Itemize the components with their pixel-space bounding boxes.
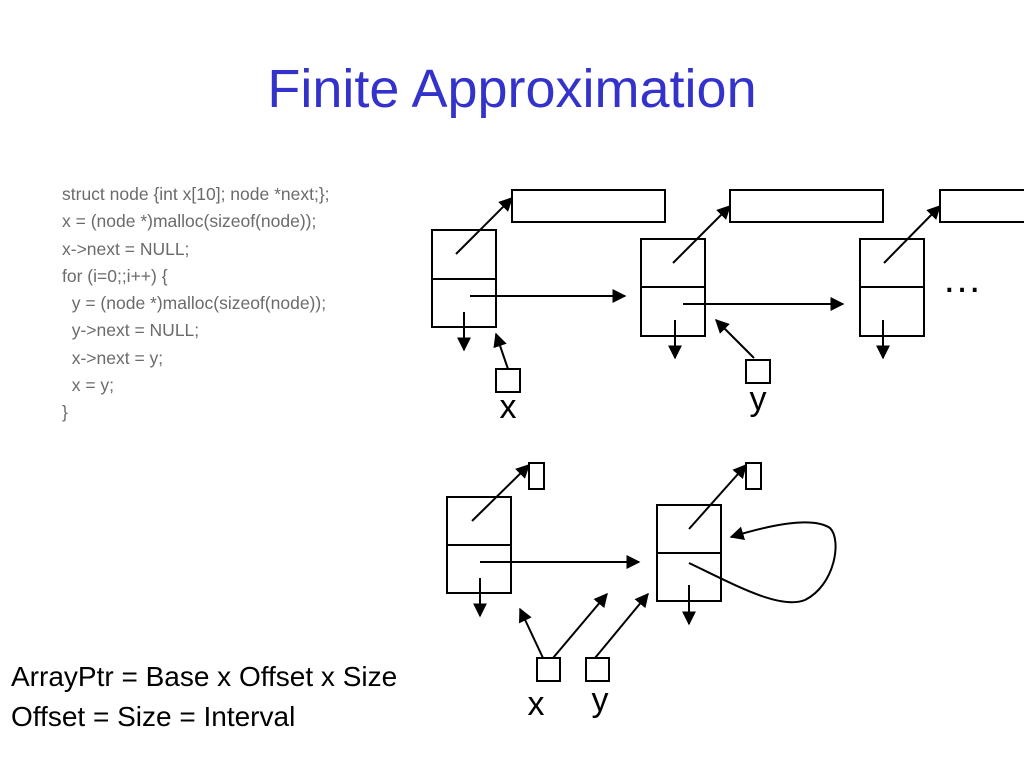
formulas: ArrayPtr = Base x Offset x Size Offset =… xyxy=(11,657,397,737)
arrow-node1-to-array xyxy=(455,197,513,255)
array-block-1 xyxy=(511,189,666,223)
array-summary-1 xyxy=(528,462,545,490)
bottom-diagram xyxy=(446,462,837,682)
arrow-node2-to-array xyxy=(672,205,731,264)
code-block: struct node {int x[10]; node *next;}; x … xyxy=(62,181,330,427)
var-box-x-bottom xyxy=(536,657,561,682)
formula-arrayptr: ArrayPtr = Base x Offset x Size xyxy=(11,661,398,692)
arrow-y-to-nodeb xyxy=(594,592,649,659)
top-diagram xyxy=(431,189,1024,393)
code-line: for (i=0;;i++) { xyxy=(62,265,168,286)
arrow-x-to-nodeb xyxy=(552,592,608,659)
arrow-nodea-to-array xyxy=(471,464,530,522)
code-line: x->next = y; xyxy=(62,347,164,368)
array-summary-2 xyxy=(745,462,762,490)
label-x-bottom: x xyxy=(528,685,545,723)
node-box-2 xyxy=(640,238,706,337)
label-y: y xyxy=(750,380,767,418)
code-line: } xyxy=(62,402,68,423)
arrow-x-to-nodea xyxy=(519,607,544,659)
node-box-3 xyxy=(859,238,925,337)
label-y-bottom: y xyxy=(592,681,609,719)
var-box-y xyxy=(745,359,771,384)
var-box-y-bottom xyxy=(585,657,610,682)
array-block-3 xyxy=(939,189,1024,223)
formula-offset: Offset = Size = Interval xyxy=(11,701,296,732)
code-line: struct node {int x[10]; node *next;}; xyxy=(62,184,330,204)
code-line: x = y; xyxy=(62,375,115,396)
code-line: y->next = NULL; xyxy=(62,320,200,341)
slide-title: Finite Approximation xyxy=(267,59,757,119)
arrow-nodeb-self-loop xyxy=(688,521,837,604)
array-block-2 xyxy=(729,189,884,223)
code-line: x = (node *)malloc(sizeof(node)); xyxy=(62,211,317,232)
ellipsis: … xyxy=(942,257,982,301)
code-line: y = (node *)malloc(sizeof(node)); xyxy=(62,293,327,314)
arrow-y-to-node2 xyxy=(715,319,755,359)
code-line: x->next = NULL; xyxy=(62,238,190,259)
arrow-node3-to-array xyxy=(883,205,941,264)
arrow-x-to-node1 xyxy=(493,332,509,370)
arrow-nodeb-to-array xyxy=(688,463,747,530)
label-x: x xyxy=(500,388,517,426)
